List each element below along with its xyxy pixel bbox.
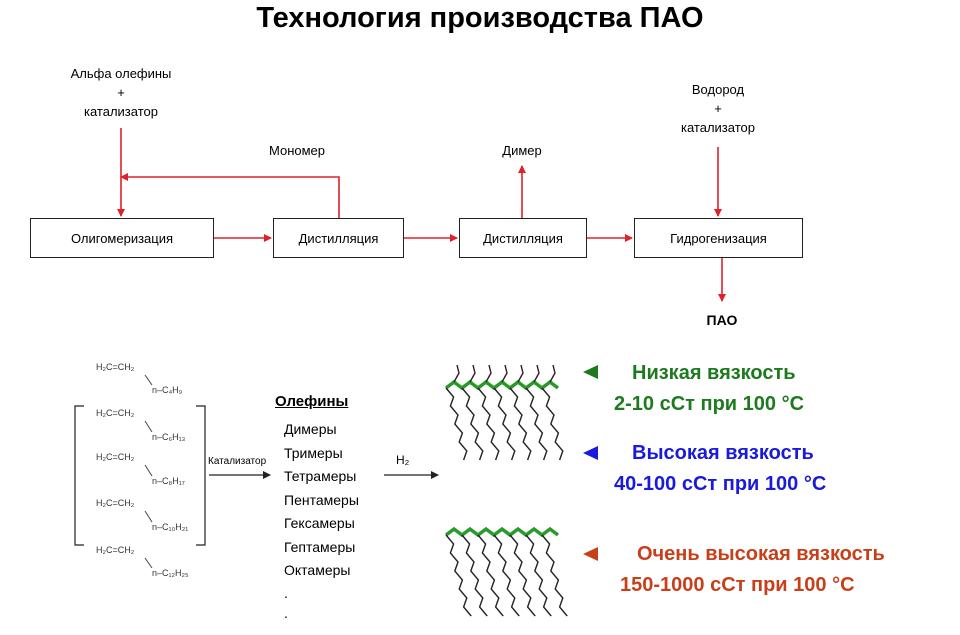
monomer-bracket xyxy=(74,405,206,546)
low-viscosity-marker xyxy=(583,365,598,379)
high-viscosity-range: 40-100 сСт при 100 °C xyxy=(614,473,827,495)
molecule-side-chain xyxy=(445,387,468,461)
monomer-5-chain: n–C₁₂H₂₅ xyxy=(152,568,189,578)
monomer-bonds xyxy=(144,374,153,569)
h2-label: H₂ xyxy=(396,453,410,467)
olefin-item: Тетрамеры xyxy=(284,468,357,484)
molecule-side-chain xyxy=(541,534,568,617)
very-high-viscosity-marker xyxy=(583,547,598,561)
molecule-side-chain xyxy=(445,534,472,617)
high-viscosity-molecule xyxy=(444,526,568,617)
hydrogen-input: Водород + катализатор xyxy=(681,82,755,135)
molecule-side-chain xyxy=(461,534,488,617)
catalyst-label: Катализатор xyxy=(208,456,267,467)
olefin-item: Гептамеры xyxy=(284,538,356,555)
olefins-list: Димеры Тримеры Тетрамеры Пентамеры Гекса… xyxy=(284,418,359,623)
molecule-side-chain xyxy=(509,534,536,617)
oligomerization-box: Олигомеризация xyxy=(30,218,214,258)
olefin-item: . xyxy=(284,604,288,621)
monomer-3-chain: n–C₈H₁₇ xyxy=(152,476,185,486)
monomer-5-formula: H₂C=CH₂ xyxy=(96,545,135,555)
arrow-monomer-recycle xyxy=(120,173,340,218)
low-viscosity-range: 2-10 сСт при 100 °C xyxy=(614,393,805,415)
molecule-top-branch xyxy=(469,364,476,383)
very-high-viscosity-name: Очень высокая вязкость xyxy=(637,543,885,565)
dimer-label: Димер xyxy=(502,143,542,158)
molecule-top-branch xyxy=(501,364,508,383)
monomer-4-chain: n–C₁₀H₂₁ xyxy=(152,522,189,532)
hydrogenation-box: Гидрогенизация xyxy=(634,218,803,258)
olefins-header: Олефины xyxy=(275,393,349,410)
molecule-side-chain xyxy=(477,534,504,617)
monomer-4-formula: H₂C=CH₂ xyxy=(96,498,135,508)
alpha-olefins-input: Альфа олефины + катализатор xyxy=(70,66,172,119)
monomer-2-formula: H₂C=CH₂ xyxy=(96,408,135,418)
molecule-side-chain xyxy=(477,387,500,461)
molecule-top-branch xyxy=(453,364,460,383)
molecule-top-branch xyxy=(517,364,524,383)
olefin-item: Тримеры xyxy=(284,444,343,461)
olefin-item: Октамеры xyxy=(284,562,351,578)
monomer-1-chain: n–C₄H₉ xyxy=(152,385,183,395)
olefin-item: Пентамеры xyxy=(284,491,359,508)
page-title: Технология производства ПАО xyxy=(256,2,704,34)
molecule-side-chain xyxy=(461,387,484,461)
high-viscosity-name: Высокая вязкость xyxy=(632,442,814,464)
molecule-side-chain xyxy=(509,387,532,461)
very-high-viscosity-range: 150-1000 сСт при 100 °C xyxy=(620,574,855,596)
molecule-side-chain xyxy=(493,534,520,617)
olefin-item: Гексамеры xyxy=(284,515,355,531)
molecule-side-chain xyxy=(525,387,548,461)
pao-product-label: ПАО xyxy=(706,312,738,328)
monomer-label: Мономер xyxy=(268,143,325,158)
distillation-box-2: Дистилляция xyxy=(459,218,587,258)
molecule-top-branch xyxy=(485,364,492,383)
olefin-item: Димеры xyxy=(284,421,337,437)
molecule-backbone xyxy=(444,526,560,538)
molecule-top-branch xyxy=(533,364,540,383)
olefin-item: . xyxy=(284,584,288,601)
distillation-box-1: Дистилляция xyxy=(273,218,404,258)
molecule-top-branch xyxy=(549,364,556,383)
high-viscosity-marker xyxy=(583,446,598,460)
low-viscosity-molecule xyxy=(444,364,564,461)
monomer-2-chain: n–C₆H₁₃ xyxy=(152,432,186,442)
molecule-side-chain xyxy=(525,534,552,617)
molecule-side-chain xyxy=(541,387,564,461)
molecule-backbone xyxy=(444,379,560,391)
low-viscosity-name: Низкая вязкость xyxy=(632,362,796,384)
monomer-1-formula: H₂C=CH₂ xyxy=(96,362,135,372)
molecule-side-chain xyxy=(493,387,516,461)
monomer-3-formula: H₂C=CH₂ xyxy=(96,452,135,462)
